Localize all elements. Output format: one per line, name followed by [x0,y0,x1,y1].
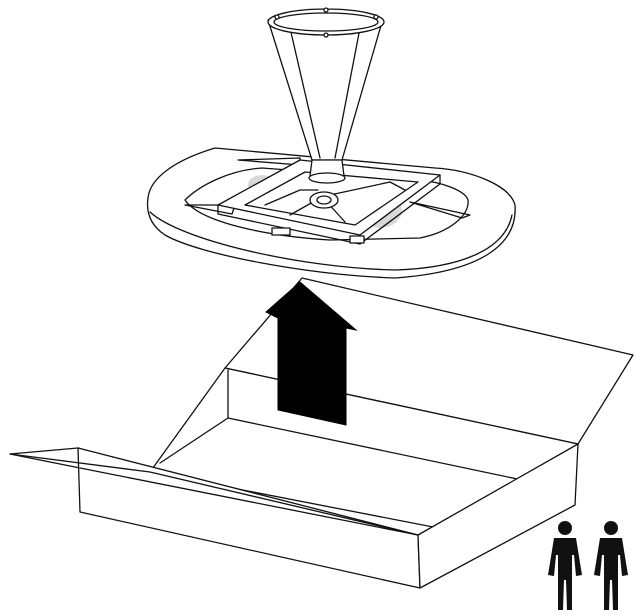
box-right-wall [417,443,579,589]
frame-strut-2 [329,181,406,196]
lift-up-arrow-shape [265,281,358,426]
person-icon [548,521,582,610]
lift-up-arrow-icon [265,281,358,426]
person-icon [594,521,628,610]
frame-foot-left [271,227,291,236]
base-plate [146,147,516,279]
box-front-rim [79,467,419,536]
two-person-lift-icon [548,521,628,610]
hopper-rim-bolt-1 [274,14,280,20]
hopper-cone-body [267,19,383,161]
hopper-rim-bolt-2 [323,7,329,13]
base-plate-rim [149,211,513,271]
box-left-rim [9,453,419,536]
frame-bar-2 [359,174,441,245]
hopper-cone-line [289,27,321,159]
frame-strut-1 [264,189,319,206]
frame-foot-right [349,235,365,244]
frame-hub [309,191,339,209]
hopper-rim-inner [273,12,379,32]
hopper-rim-bolt-3 [373,14,379,20]
base-plate-fin-right [409,201,471,219]
base-plate-fin-left [184,204,236,215]
hopper-rim-bolt-4 [323,32,329,38]
frame-hub-inner [316,195,332,205]
hopper-cone [267,7,385,184]
hopper-cone-line-2 [334,27,361,159]
hopper-neck-ring [308,172,346,184]
